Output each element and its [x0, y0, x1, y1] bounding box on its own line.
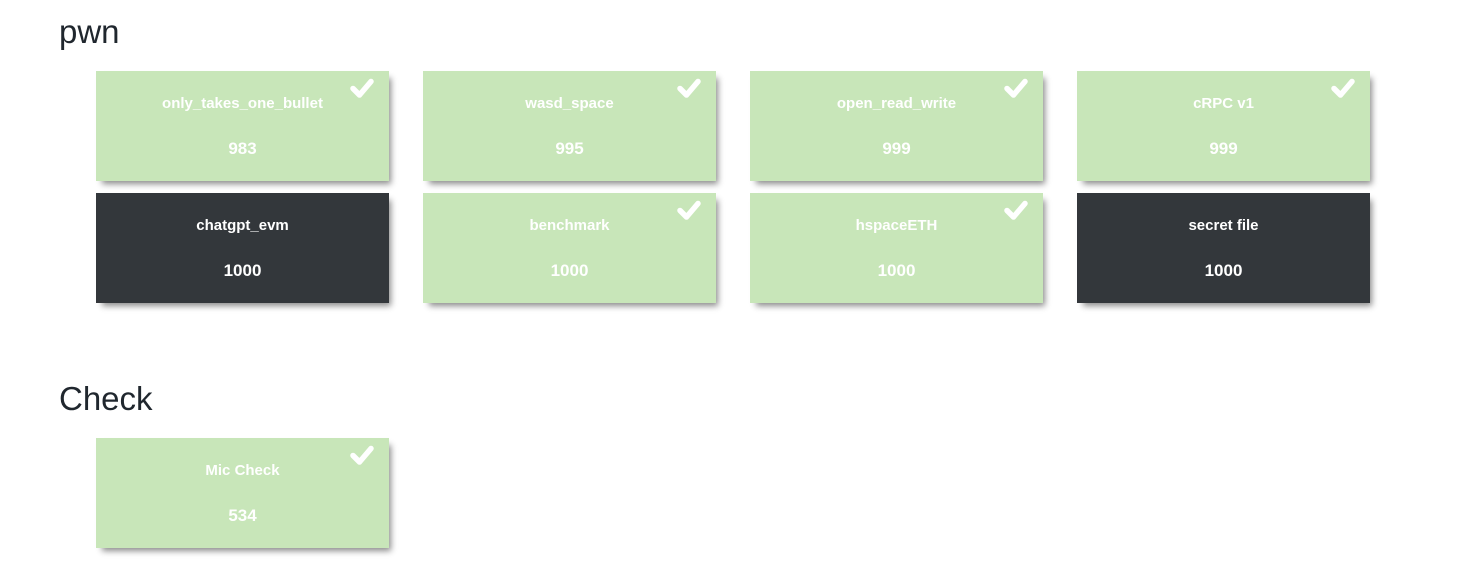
challenge-card[interactable]: benchmark 1000	[423, 193, 716, 303]
challenge-name: benchmark	[529, 217, 610, 234]
check-icon	[677, 78, 701, 98]
challenge-points: 1000	[223, 261, 262, 280]
challenge-card[interactable]: secret file 1000	[1077, 193, 1370, 303]
challenge-points: 1000	[550, 261, 589, 280]
check-icon	[1004, 78, 1028, 98]
challenge-name: Mic Check	[205, 462, 280, 479]
challenge-points: 999	[882, 139, 911, 158]
challenge-card[interactable]: chatgpt_evm 1000	[96, 193, 389, 303]
challenge-name: chatgpt_evm	[196, 217, 289, 234]
challenge-points: 995	[555, 139, 584, 158]
challenge-category: Check Mic Check 534	[59, 379, 1482, 548]
check-icon	[677, 200, 701, 220]
challenge-name: cRPC v1	[1193, 95, 1254, 112]
category-title: Check	[59, 380, 153, 417]
challenge-grid: only_takes_one_bullet 983 wasd_space 995…	[96, 71, 1482, 303]
challenge-card[interactable]: wasd_space 995	[423, 71, 716, 181]
challenge-points: 999	[1209, 139, 1238, 158]
challenge-name: hspaceETH	[855, 217, 938, 234]
challenge-card[interactable]: Mic Check 534	[96, 438, 389, 548]
challenge-points: 1000	[877, 261, 916, 280]
check-icon	[1004, 200, 1028, 220]
challenge-card[interactable]: only_takes_one_bullet 983	[96, 71, 389, 181]
challenge-points: 534	[228, 506, 257, 525]
challenge-category: pwn only_takes_one_bullet 983 wasd_space…	[59, 12, 1482, 303]
challenge-card[interactable]: hspaceETH 1000	[750, 193, 1043, 303]
challenge-board: pwn only_takes_one_bullet 983 wasd_space…	[59, 12, 1482, 548]
check-icon	[350, 78, 374, 98]
challenge-name: open_read_write	[836, 95, 957, 112]
challenge-name: wasd_space	[525, 95, 614, 112]
challenge-card[interactable]: open_read_write 999	[750, 71, 1043, 181]
challenge-name: only_takes_one_bullet	[162, 95, 323, 112]
challenge-grid: Mic Check 534	[96, 438, 1482, 548]
check-icon	[1331, 78, 1355, 98]
challenge-points: 983	[228, 139, 257, 158]
category-title: pwn	[59, 13, 120, 50]
challenge-card[interactable]: cRPC v1 999	[1077, 71, 1370, 181]
challenge-name: secret file	[1188, 217, 1259, 234]
challenge-points: 1000	[1204, 261, 1243, 280]
check-icon	[350, 445, 374, 465]
